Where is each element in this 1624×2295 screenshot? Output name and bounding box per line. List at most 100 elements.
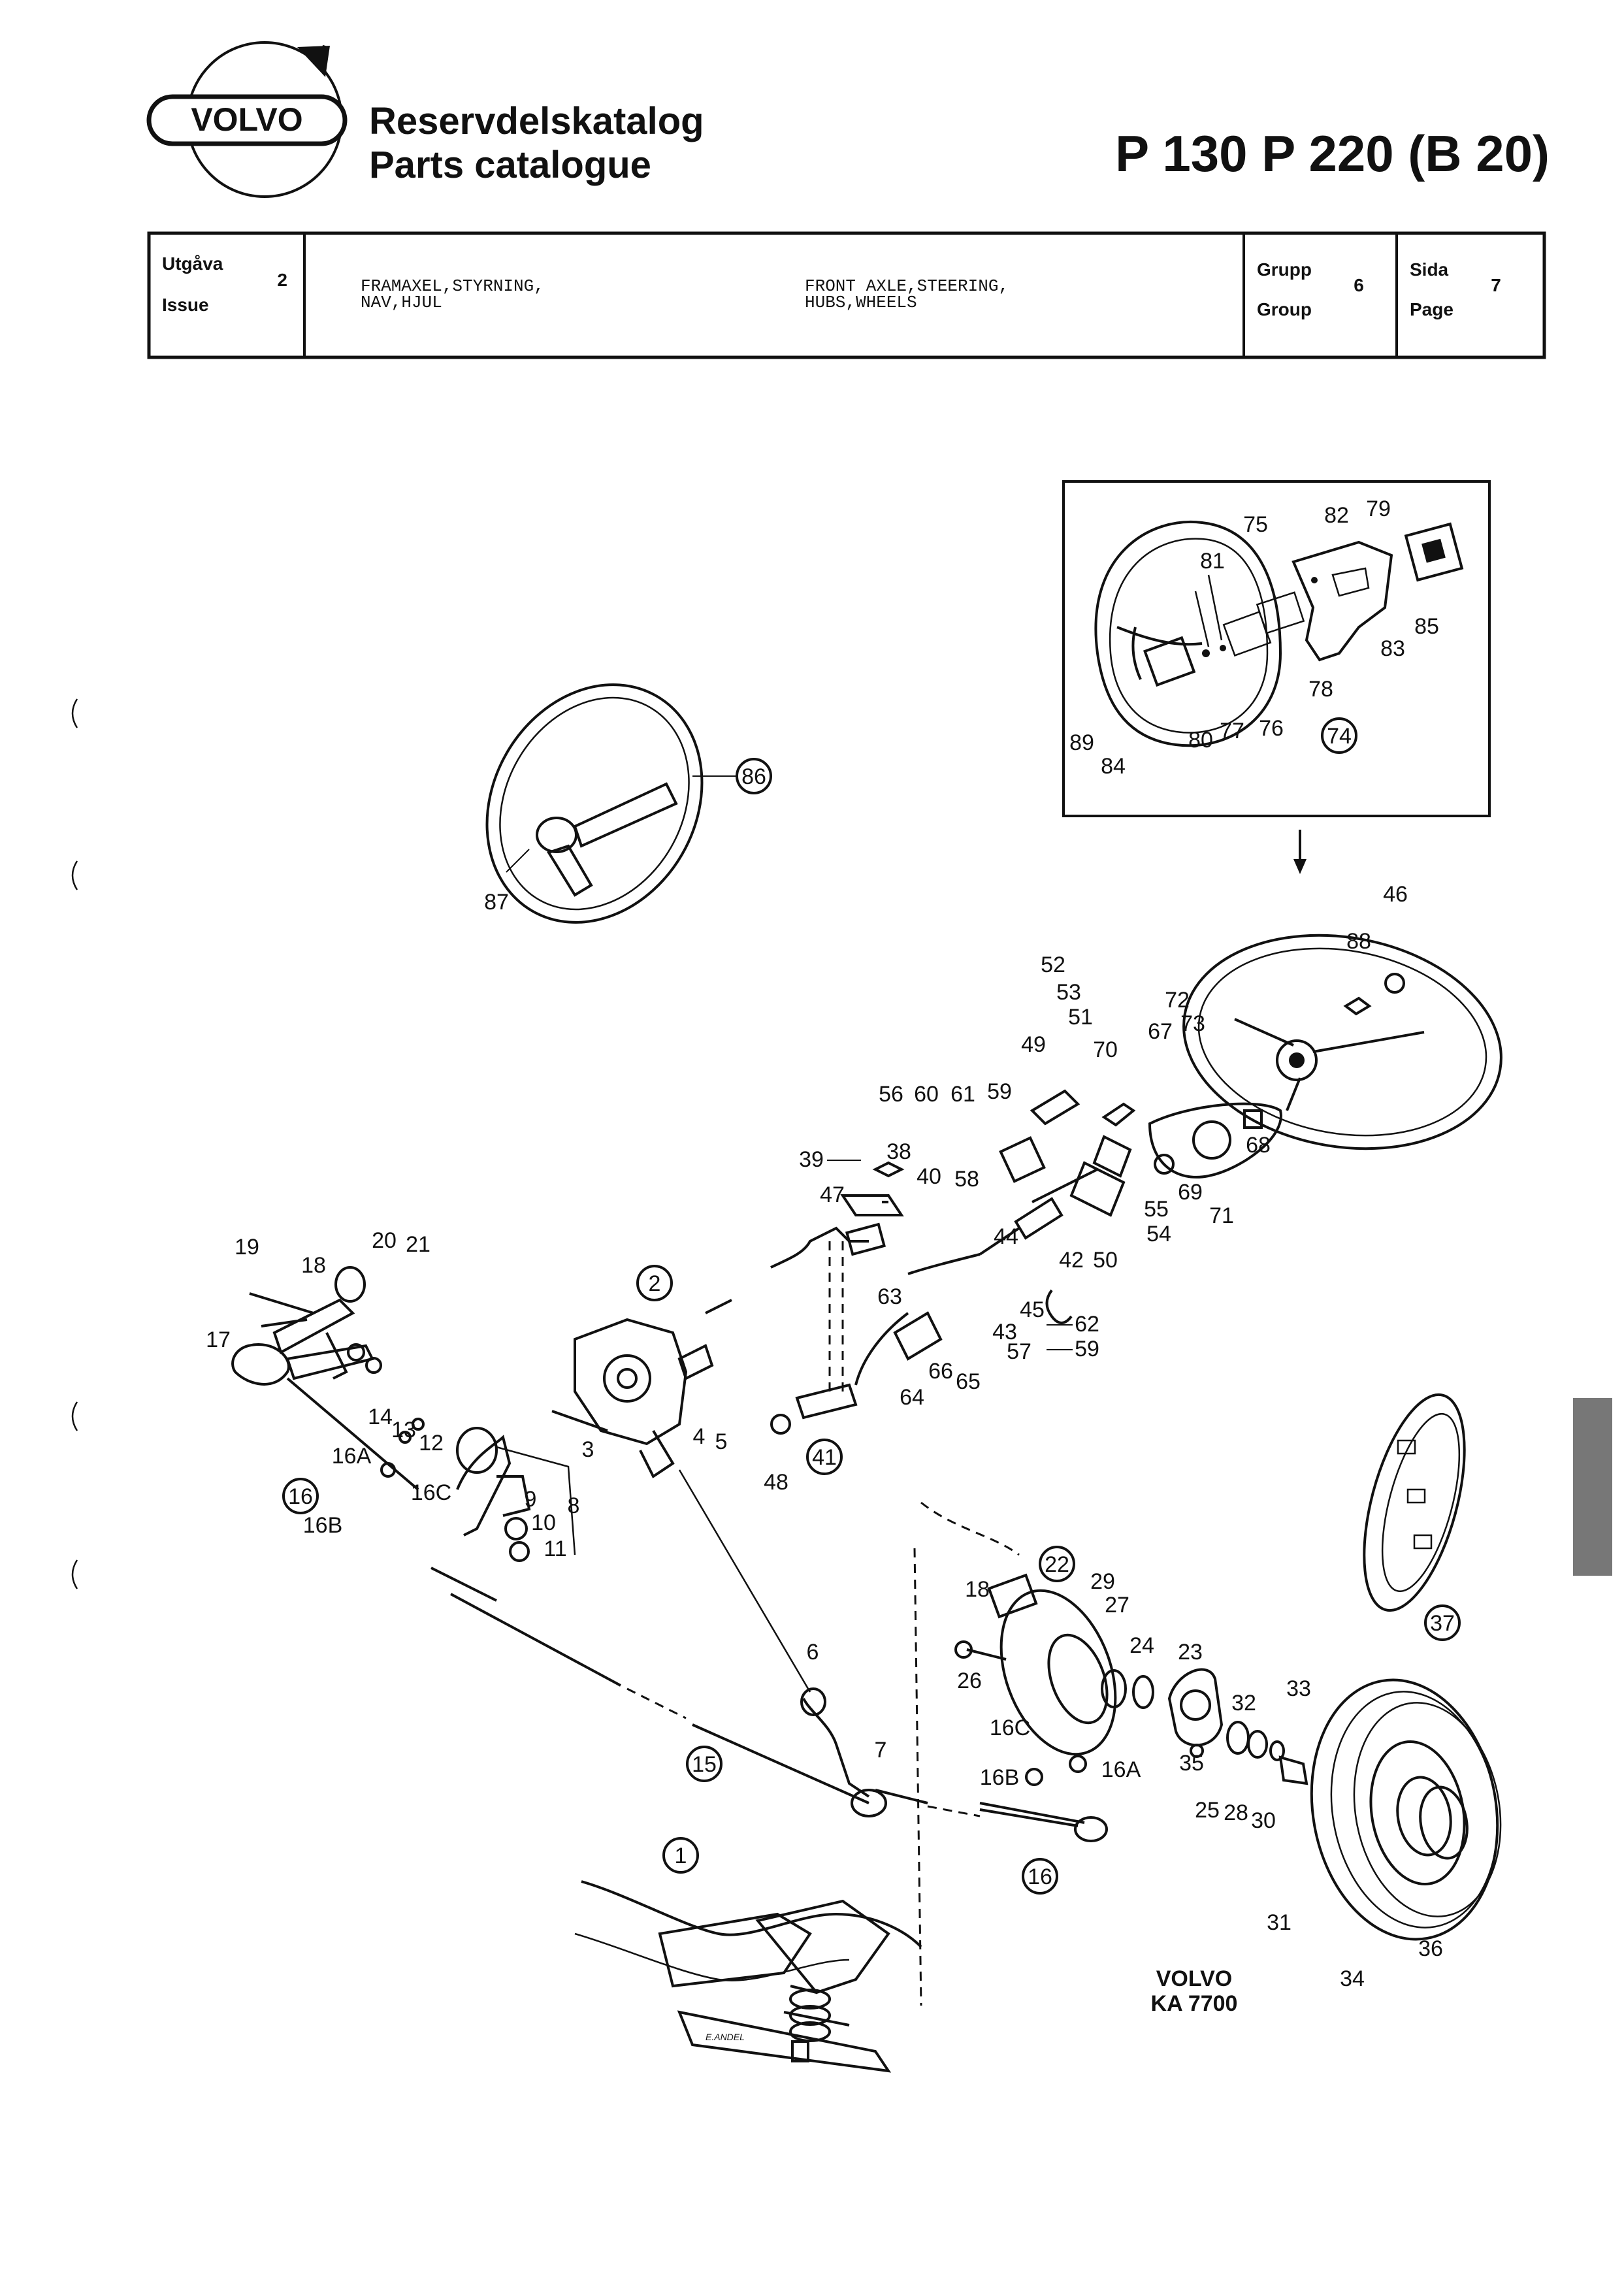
steering-column-assembly	[705, 1089, 1282, 1435]
callout-16b-circle	[1022, 1858, 1058, 1895]
road-wheel	[1310, 1678, 1502, 1941]
callout-34: 34	[1340, 1966, 1365, 1991]
callout-58: 58	[954, 1167, 979, 1192]
callout-5: 5	[715, 1429, 728, 1454]
volvo-logo: VOLVO	[146, 41, 348, 198]
callout-78: 78	[1308, 677, 1333, 702]
callout-44: 44	[994, 1224, 1018, 1249]
callout-41: 41	[812, 1445, 837, 1470]
callout-17: 17	[206, 1327, 231, 1352]
callout-41-circle	[806, 1439, 843, 1475]
callout-27: 27	[1105, 1593, 1129, 1618]
callout-16Cb: 16C	[990, 1716, 1030, 1740]
callout-16A: 16A	[332, 1444, 372, 1469]
callout-16a: 16	[288, 1484, 313, 1509]
right-tie-rod	[979, 1755, 1087, 1824]
callout-61: 61	[950, 1082, 975, 1107]
description-sv-line2: NAV,HJUL	[361, 293, 442, 312]
page-tab-marker	[1573, 1398, 1612, 1576]
issue-value: 2	[277, 270, 287, 290]
callout-63: 63	[877, 1284, 902, 1309]
callout-57: 57	[1007, 1339, 1031, 1364]
callout-65: 65	[956, 1369, 981, 1394]
callout-1-circle	[662, 1837, 699, 1874]
model-designation: P 130 P 220 (B 20)	[1115, 125, 1550, 182]
logo-wordmark: VOLVO	[191, 101, 302, 138]
callout-73: 73	[1180, 1011, 1205, 1036]
callout-70: 70	[1093, 1037, 1118, 1062]
callout-74-circle	[1321, 717, 1357, 754]
callout-21: 21	[406, 1232, 430, 1257]
callout-13: 13	[391, 1418, 416, 1442]
callout-36: 36	[1418, 1936, 1443, 1961]
callout-8: 8	[568, 1493, 580, 1518]
callout-29: 29	[1090, 1569, 1115, 1594]
callout-11: 11	[544, 1537, 566, 1561]
callout-50: 50	[1093, 1248, 1118, 1273]
callout-6: 6	[807, 1640, 819, 1665]
callout-86: 86	[741, 764, 766, 789]
brake-disc-hub	[954, 1573, 1308, 1785]
callout-31: 31	[1267, 1910, 1291, 1935]
callout-38: 38	[886, 1139, 911, 1164]
callout-76: 76	[1259, 716, 1284, 741]
callout-15-circle	[686, 1746, 723, 1782]
callout-46: 46	[1383, 882, 1408, 907]
callout-83: 83	[1380, 636, 1405, 661]
callout-59a: 59	[987, 1079, 1012, 1104]
steering-wheel-inset	[1062, 480, 1491, 817]
callout-22-circle	[1039, 1546, 1075, 1582]
callout-16Bb: 16B	[980, 1765, 1020, 1790]
description-en-line1: FRONT AXLE,STEERING,	[805, 276, 1009, 296]
callout-87: 87	[484, 890, 509, 915]
artist-signature: E.ANDEL	[706, 2032, 745, 2042]
issue-label-en: Issue	[162, 295, 209, 315]
callout-79: 79	[1366, 496, 1391, 521]
callout-51: 51	[1068, 1005, 1093, 1030]
callout-80: 80	[1188, 728, 1213, 753]
callout-37-circle	[1424, 1604, 1461, 1641]
callout-15: 15	[692, 1752, 717, 1777]
callout-3: 3	[582, 1437, 594, 1462]
front-axle-beam: E.ANDEL	[574, 1880, 922, 2073]
callout-77: 77	[1220, 719, 1244, 743]
callout-52: 52	[1041, 952, 1065, 977]
callout-56: 56	[879, 1082, 903, 1107]
callout-28: 28	[1224, 1800, 1248, 1825]
callout-1: 1	[675, 1844, 687, 1868]
callout-26: 26	[957, 1668, 982, 1693]
callout-85: 85	[1414, 614, 1439, 639]
catalogue-title-english: Parts catalogue	[369, 144, 651, 186]
callout-25: 25	[1195, 1798, 1220, 1823]
callout-10: 10	[531, 1510, 556, 1535]
group-value: 6	[1354, 275, 1364, 295]
callout-20: 20	[372, 1228, 397, 1253]
callout-18a: 18	[301, 1253, 326, 1278]
footer-brand: VOLVO	[1156, 1966, 1233, 1991]
callout-54: 54	[1146, 1222, 1171, 1246]
callout-33: 33	[1286, 1676, 1311, 1701]
callout-2: 2	[649, 1271, 661, 1296]
hub-cap	[1363, 1393, 1466, 1612]
callout-42: 42	[1059, 1248, 1084, 1273]
callout-88: 88	[1346, 929, 1371, 954]
callout-71: 71	[1209, 1203, 1234, 1228]
callout-47: 47	[820, 1182, 845, 1207]
callout-14: 14	[368, 1405, 393, 1429]
callout-48: 48	[764, 1470, 788, 1495]
callout-19: 19	[235, 1235, 259, 1260]
inset-pointer-arrow	[1293, 859, 1307, 874]
callout-4: 4	[693, 1424, 706, 1449]
steering-wheel-large	[1182, 934, 1502, 1150]
callout-89: 89	[1069, 730, 1094, 755]
callout-53: 53	[1056, 980, 1081, 1005]
page-label-sv: Sida	[1410, 259, 1449, 280]
callout-35: 35	[1179, 1751, 1204, 1776]
callout-12: 12	[419, 1431, 444, 1456]
callout-16-circle	[282, 1478, 319, 1514]
center-linkage	[678, 1469, 1108, 2006]
callout-75: 75	[1243, 512, 1268, 537]
callout-60: 60	[914, 1082, 939, 1107]
callout-16C: 16C	[411, 1480, 451, 1505]
